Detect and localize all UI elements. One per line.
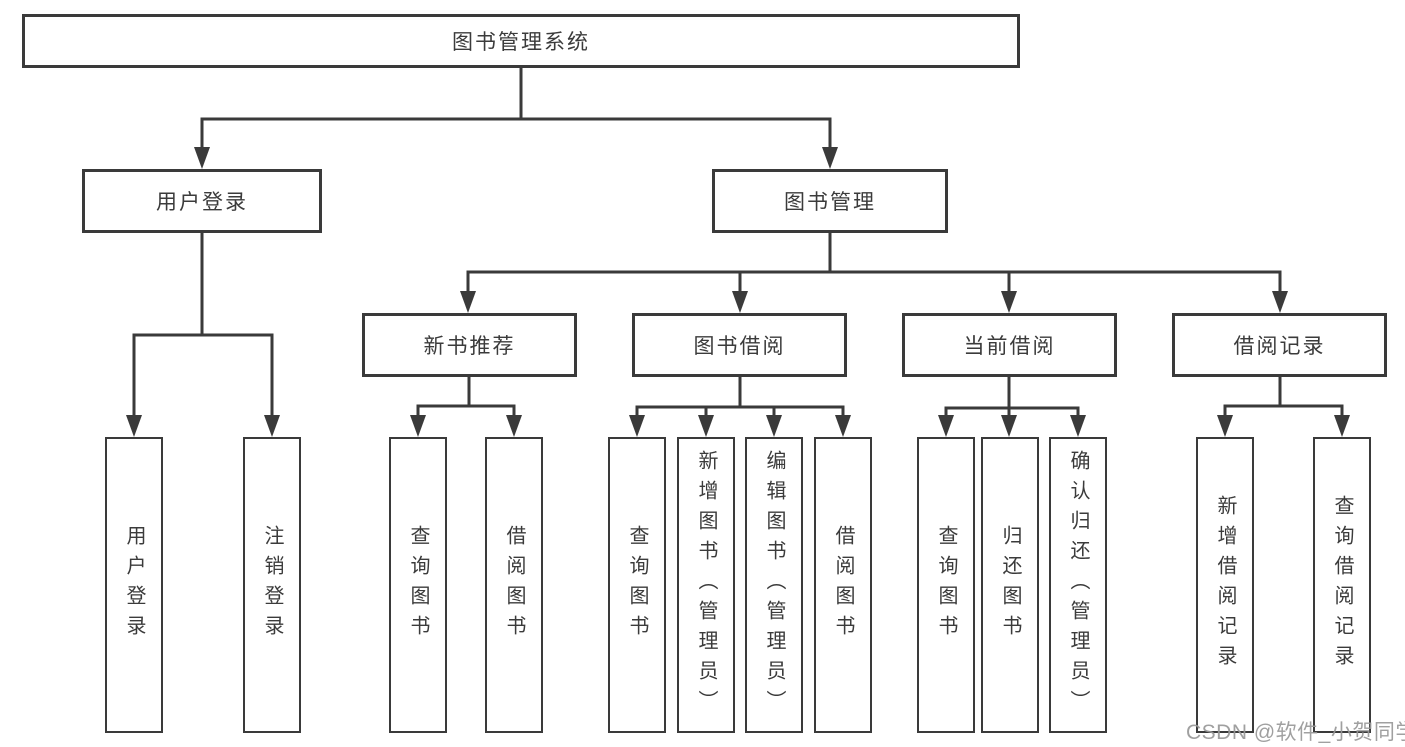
node-new-book-recommend: 新书推荐: [362, 313, 577, 377]
arrowhead: [126, 415, 142, 437]
node-book-management-label: 图书管理: [784, 191, 876, 214]
leaf-records-query-record: 查询借阅记录: [1313, 437, 1371, 733]
leaf-records-add-record-label: 新增借阅记录: [1214, 495, 1236, 675]
node-borrow-records: 借阅记录: [1172, 313, 1387, 377]
leaf-recommend-query-books: 查询图书: [389, 437, 447, 733]
node-current-borrow: 当前借阅: [902, 313, 1117, 377]
arrowhead: [506, 415, 522, 437]
leaf-borrow-borrow-books: 借阅图书: [814, 437, 872, 733]
leaf-borrow-edit-books-admin: 编辑图书（管理员）: [745, 437, 803, 733]
branch-current-borrow: [944, 375, 1080, 428]
leaf-current-confirm-return-admin: 确认归还（管理员）: [1049, 437, 1107, 733]
leaf-borrow-borrow-books-label: 借阅图书: [832, 525, 854, 645]
leaf-borrow-add-books-admin-label: 新增图书（管理员）: [695, 450, 717, 720]
leaf-current-query-books-label: 查询图书: [935, 525, 957, 645]
node-current-borrow-label: 当前借阅: [963, 335, 1056, 358]
arrowhead: [460, 291, 476, 313]
arrowhead: [410, 415, 426, 437]
node-new-book-recommend-label: 新书推荐: [423, 335, 516, 358]
arrowhead: [732, 291, 748, 313]
arrowhead: [1217, 415, 1233, 437]
arrowhead: [1001, 415, 1017, 437]
arrowhead: [264, 415, 280, 437]
leaf-borrow-add-books-admin: 新增图书（管理员）: [677, 437, 735, 733]
leaf-current-confirm-return-admin-label: 确认归还（管理员）: [1067, 450, 1089, 720]
leaf-recommend-query-books-label: 查询图书: [407, 525, 429, 645]
node-user-login-label: 用户登录: [156, 191, 248, 214]
arrowhead: [766, 415, 782, 437]
leaf-login-user-login-label: 用户登录: [123, 525, 145, 645]
leaf-login-user-login: 用户登录: [105, 437, 163, 733]
arrowhead: [1001, 291, 1017, 313]
arrowhead: [194, 147, 210, 169]
node-root: 图书管理系统: [22, 14, 1020, 68]
arrowhead: [1272, 291, 1288, 313]
leaf-current-query-books: 查询图书: [917, 437, 975, 733]
arrowhead: [698, 415, 714, 437]
arrowhead: [822, 147, 838, 169]
branch-book-borrow: [635, 375, 845, 428]
arrowhead: [629, 415, 645, 437]
arrowhead: [938, 415, 954, 437]
leaf-borrow-edit-books-admin-label: 编辑图书（管理员）: [763, 450, 785, 720]
leaf-current-return-books: 归还图书: [981, 437, 1039, 733]
leaf-records-query-record-label: 查询借阅记录: [1331, 495, 1353, 675]
leaf-recommend-borrow-books-label: 借阅图书: [503, 525, 525, 645]
node-borrow-records-label: 借阅记录: [1233, 335, 1326, 358]
arrowhead: [835, 415, 851, 437]
leaf-login-logout-label: 注销登录: [261, 525, 283, 645]
node-root-label: 图书管理系统: [452, 31, 590, 54]
node-user-login: 用户登录: [82, 169, 322, 233]
leaf-current-return-books-label: 归还图书: [999, 525, 1021, 645]
node-book-borrow: 图书借阅: [632, 313, 847, 377]
leaf-login-logout: 注销登录: [243, 437, 301, 733]
csdn-watermark: CSDN @软件_小贺同学: [1186, 721, 1405, 744]
node-book-management: 图书管理: [712, 169, 948, 233]
leaf-borrow-query-books-label: 查询图书: [626, 525, 648, 645]
node-book-borrow-label: 图书借阅: [693, 335, 786, 358]
arrowhead: [1070, 415, 1086, 437]
branch-book-management: [466, 231, 1282, 304]
arrowhead: [1334, 415, 1350, 437]
branch-root: [200, 66, 832, 160]
branch-new-book-recommend: [416, 375, 516, 428]
leaf-borrow-query-books: 查询图书: [608, 437, 666, 733]
leaf-recommend-borrow-books: 借阅图书: [485, 437, 543, 733]
branch-borrow-records: [1223, 375, 1344, 428]
branch-user-login: [132, 231, 274, 428]
leaf-records-add-record: 新增借阅记录: [1196, 437, 1254, 733]
